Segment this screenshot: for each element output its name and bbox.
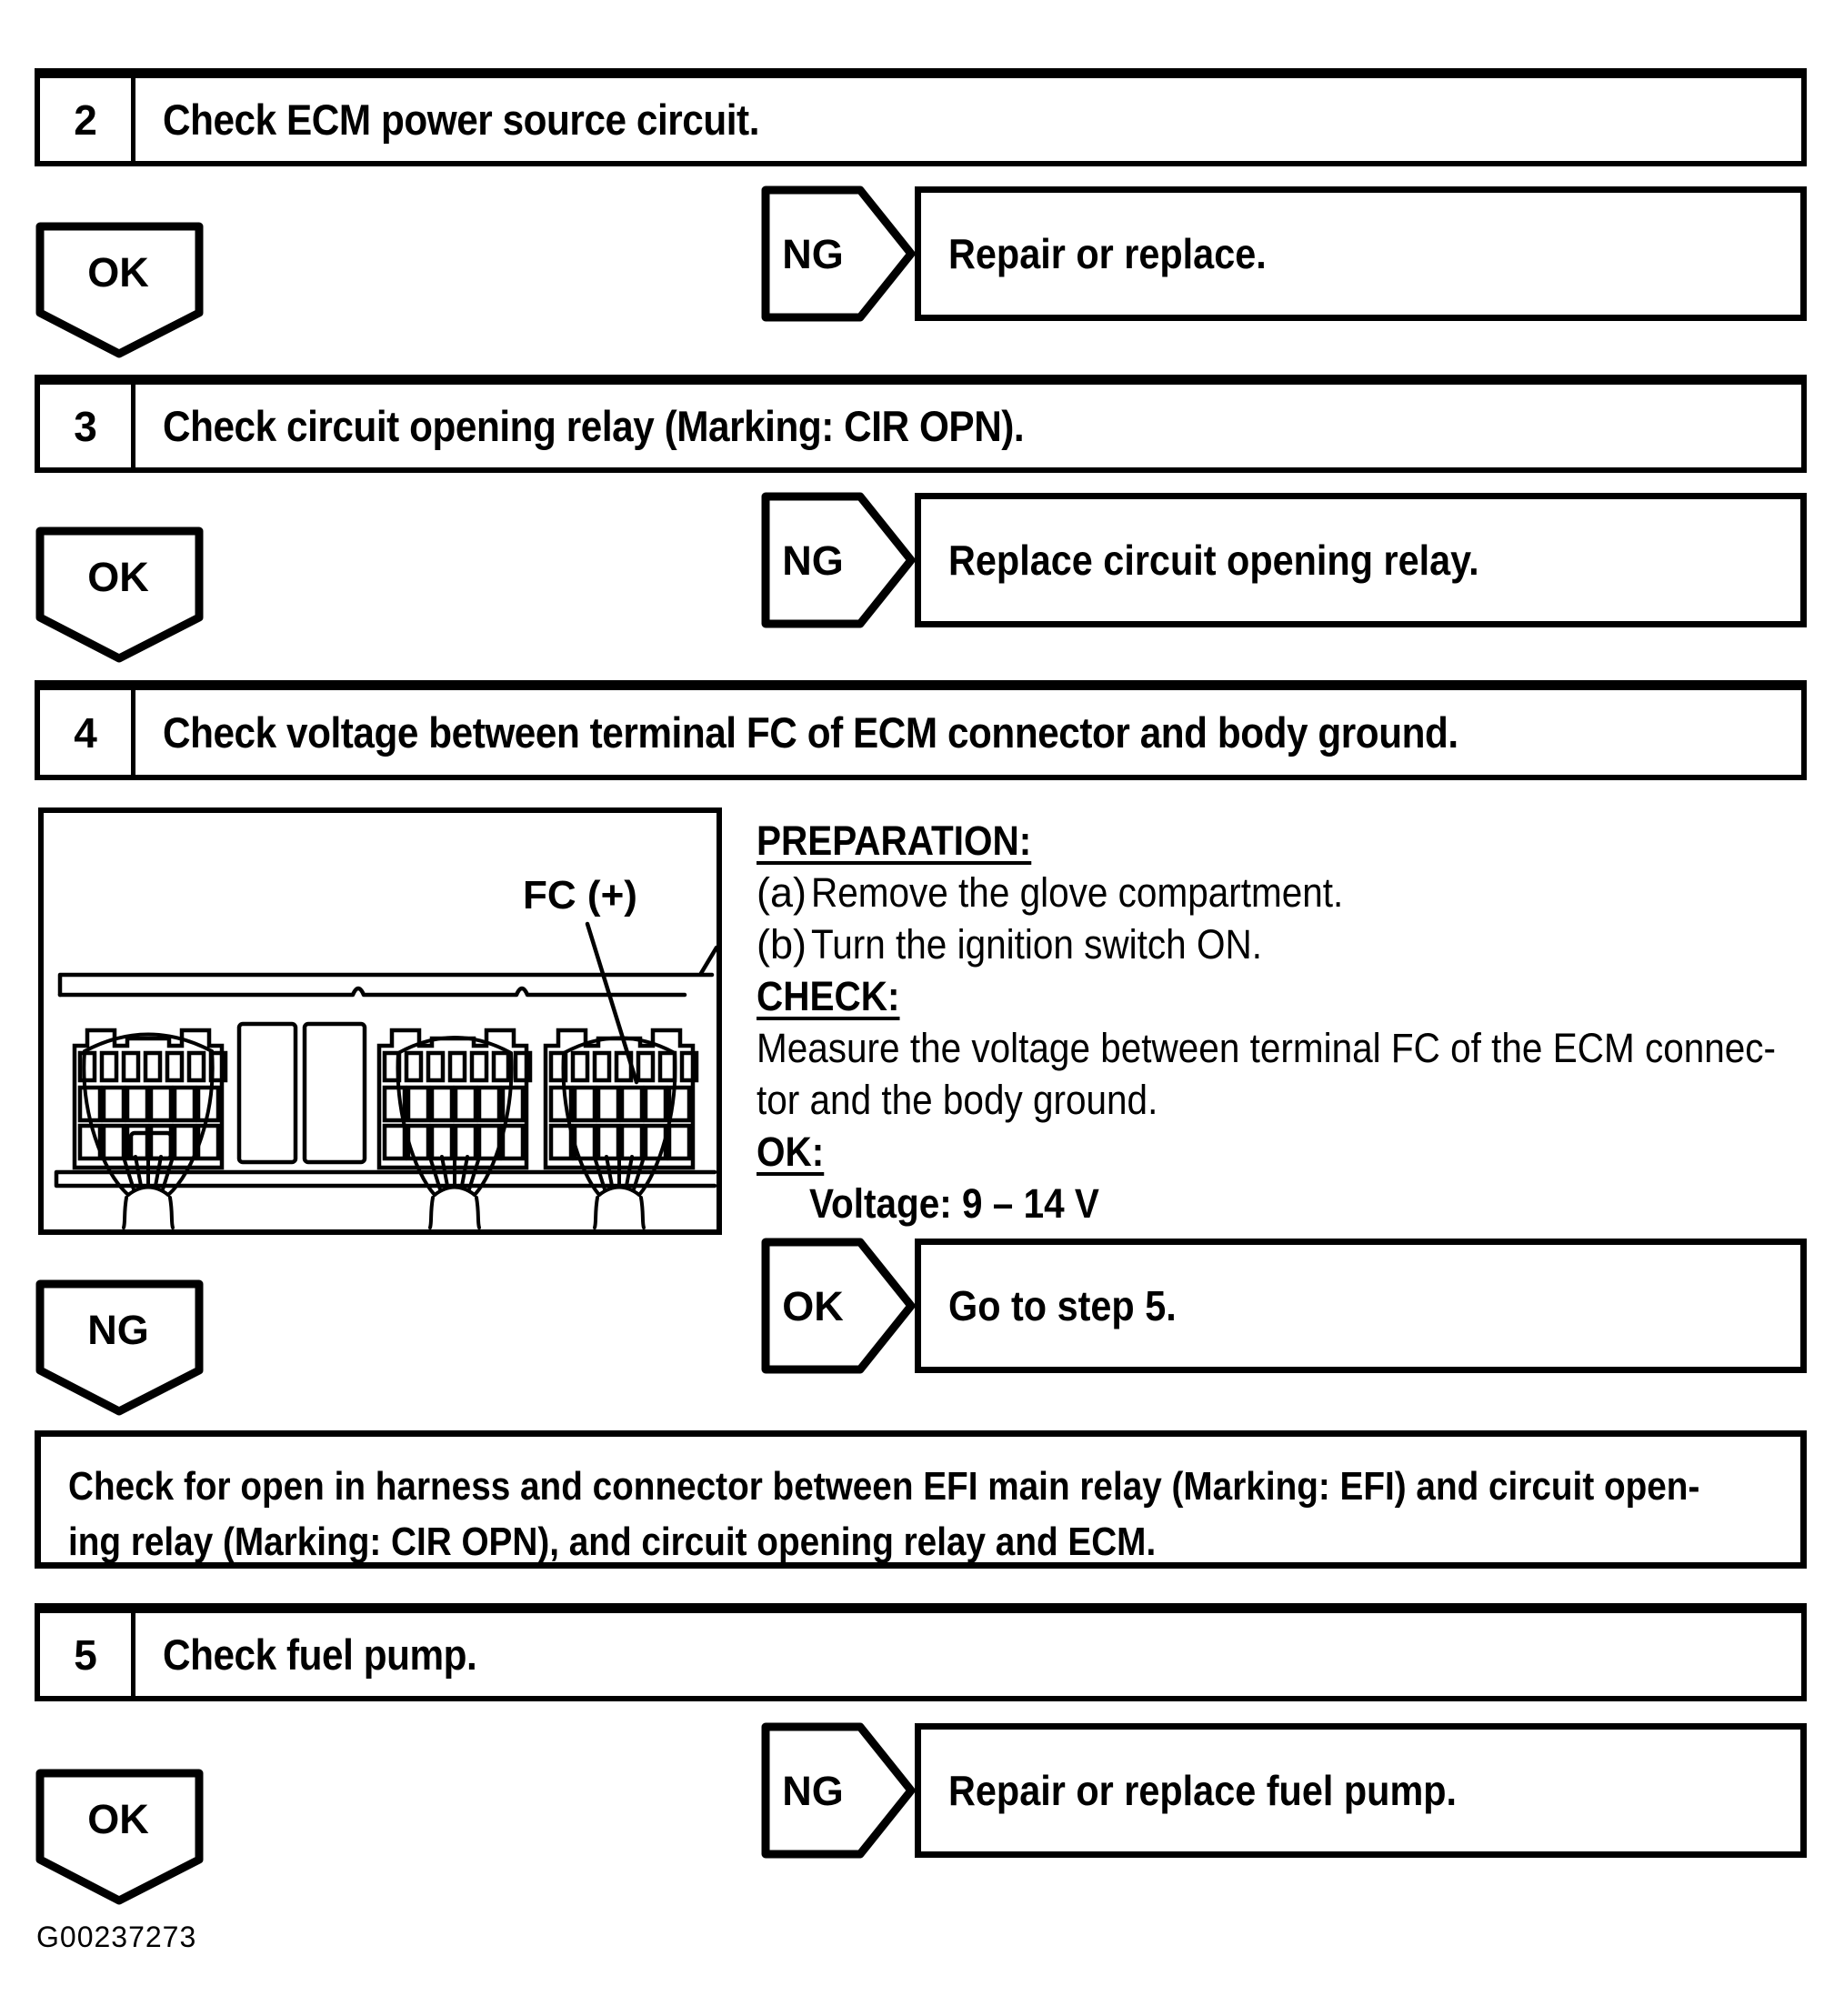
ecm-connector-drawing: FC (+) (54, 873, 717, 1229)
step-4-title: Check voltage between terminal FC of ECM… (163, 708, 1458, 757)
check-text-line-1: Measure the voltage between terminal FC … (757, 1025, 1777, 1071)
fc-terminal-label: FC (+) (523, 873, 637, 918)
ok-pentagon-down-icon (35, 1769, 204, 1905)
step-5-title: Check fuel pump. (163, 1630, 477, 1679)
ok-pentagon-down-icon (35, 222, 204, 358)
harness-check-line-2: ing relay (Marking: CIR OPN), and circui… (68, 1520, 1157, 1564)
ng-pentagon-right-icon (761, 186, 916, 322)
ok-pentagon-right-icon (761, 1238, 916, 1374)
ng-pentagon-right-icon (761, 492, 916, 628)
step-2-number: 2 (40, 78, 135, 161)
blank-bay-1 (236, 1021, 298, 1165)
check-heading: CHECK: (757, 973, 900, 1019)
step-4-number: 4 (40, 690, 135, 775)
step-4-ok-result: Go to step 5. (915, 1239, 1807, 1373)
step-2-ng-arrow: NG (760, 185, 917, 323)
check-text-line-2: tor and the body ground. (757, 1077, 1158, 1123)
step-5-header: 5 Check fuel pump. (35, 1603, 1807, 1701)
ng-label: NG (87, 1307, 149, 1353)
step-3-header: 3 Check circuit opening relay (Marking: … (35, 375, 1807, 473)
step-3-ng-result: Replace circuit opening relay. (915, 493, 1807, 627)
step-5-ng-arrow: NG (760, 1721, 917, 1860)
fc-leader-line (585, 921, 639, 1085)
figure-code: G00237273 (36, 1921, 197, 1953)
step-5-ng-result: Repair or replace fuel pump. (915, 1723, 1807, 1858)
ng-pentagon-right-icon (761, 1722, 916, 1859)
preparation-heading: PREPARATION: (757, 817, 1032, 864)
ok-heading: OK: (757, 1128, 825, 1175)
ng-label: NG (782, 537, 844, 584)
step-3-number: 3 (40, 385, 135, 467)
step-2-title: Check ECM power source circuit. (163, 95, 760, 144)
step-5-number: 5 (40, 1613, 135, 1696)
item-label: (b) (757, 921, 807, 968)
step-4-procedure: PREPARATION: (a) Remove the glove compar… (757, 815, 1811, 1229)
step-3-title: Check circuit opening relay (Marking: CI… (163, 402, 1025, 450)
ok-label: OK (87, 249, 149, 296)
step-4-ng-result: Check for open in harness and connector … (35, 1430, 1807, 1569)
step-2-ng-result: Repair or replace. (915, 186, 1807, 321)
step-3-ok-arrow: OK (35, 526, 205, 664)
ng-pentagon-down-icon (35, 1279, 204, 1416)
step-3-ng-arrow: NG (760, 491, 917, 629)
step-4-ok-arrow: OK (760, 1237, 917, 1375)
wire-harness-bundles (82, 1032, 677, 1229)
harness-check-line-1: Check for open in harness and connector … (68, 1464, 1700, 1509)
step-2-header: 2 Check ECM power source circuit. (35, 68, 1807, 166)
ok-label: OK (782, 1283, 844, 1329)
ok-label: OK (87, 554, 149, 600)
preparation-item-a: (a) Remove the glove compartment. (757, 867, 1811, 918)
item-text: Remove the glove compartment. (811, 869, 1344, 916)
ecm-connector-figure: FC (+) (38, 807, 722, 1235)
ng-label: NG (782, 1768, 844, 1814)
step-4-header: 4 Check voltage between terminal FC of E… (35, 680, 1807, 780)
ok-label: OK (87, 1796, 149, 1842)
step-5-ok-arrow: OK (35, 1768, 205, 1906)
step-4-ng-arrow: NG (35, 1279, 205, 1417)
ok-pentagon-down-icon (35, 527, 204, 663)
preparation-item-b: (b) Turn the ignition switch ON. (757, 918, 1811, 970)
blank-bay-2 (302, 1021, 367, 1165)
ok-voltage-spec: Voltage: 9 – 14 V (809, 1180, 1099, 1227)
item-label: (a) (757, 869, 807, 916)
step-2-ok-arrow: OK (35, 221, 205, 359)
ng-label: NG (782, 231, 844, 277)
item-text: Turn the ignition switch ON. (811, 921, 1262, 968)
